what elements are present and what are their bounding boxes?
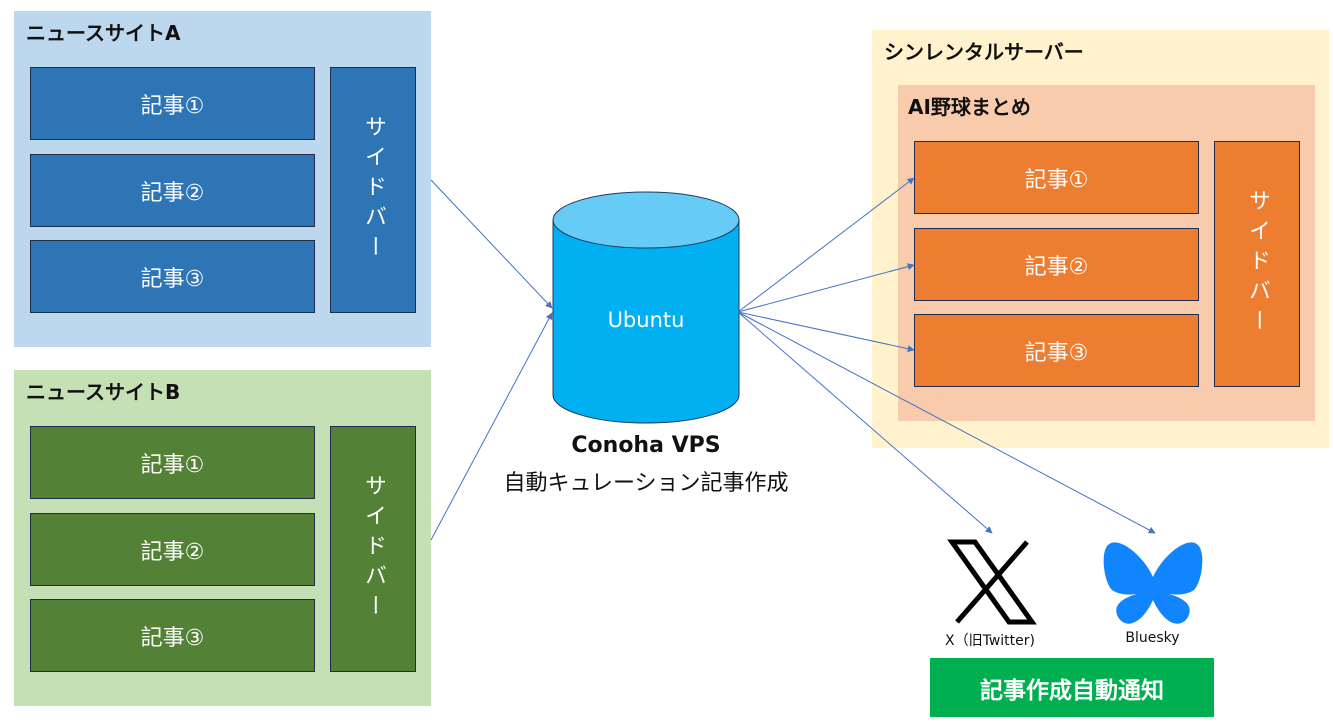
notification-banner: 記事作成自動通知	[930, 658, 1214, 717]
ai-baseball-article-2: 記事②	[914, 228, 1199, 301]
server-description: 自動キュレーション記事作成	[503, 471, 789, 496]
ai-baseball-article-3: 記事③	[914, 314, 1199, 387]
news-site-b-sidebar: サイドバー	[330, 426, 416, 672]
arrow-site-a-to-server	[430, 179, 553, 309]
x-label: X（旧Twitter)	[945, 633, 1035, 649]
news-site-b-panel: ニュースサイトB 記事① 記事② 記事③ サイドバー	[14, 370, 431, 706]
news-site-a-article-3: 記事③	[30, 240, 315, 313]
notification-banner-label: 記事作成自動通知	[980, 677, 1164, 704]
ai-baseball-article-1: 記事①	[914, 141, 1199, 214]
news-site-a-sidebar: サイドバー	[330, 67, 416, 313]
ai-baseball-site-panel: AI野球まとめ 記事① 記事② 記事③ サイドバー	[898, 85, 1315, 421]
server-os-label: Ubuntu	[607, 308, 685, 332]
server-name: Conoha VPS	[571, 433, 721, 458]
ai-baseball-sidebar: サイドバー	[1214, 141, 1300, 387]
news-site-b-title: ニュースサイトB	[26, 380, 181, 404]
bluesky-label: Bluesky	[1125, 630, 1180, 646]
news-site-b-article-1: 記事①	[30, 426, 315, 499]
news-site-a-article-2: 記事②	[30, 154, 315, 227]
x-logo-icon	[947, 539, 1037, 625]
cylinder-top	[552, 191, 740, 249]
arrow-site-b-to-server	[430, 312, 553, 541]
news-site-a-article-1: 記事①	[30, 67, 315, 140]
rental-server-title: シンレンタルサーバー	[884, 40, 1084, 64]
news-site-a-panel: ニュースサイトA 記事① 記事② 記事③ サイドバー	[14, 11, 431, 347]
ai-baseball-site-title: AI野球まとめ	[908, 95, 1031, 119]
bluesky-butterfly-icon	[1103, 542, 1203, 624]
news-site-a-title: ニュースサイトA	[26, 21, 181, 45]
news-site-b-article-3: 記事③	[30, 599, 315, 672]
news-site-b-article-2: 記事②	[30, 513, 315, 586]
rental-server-panel: シンレンタルサーバー AI野球まとめ 記事① 記事② 記事③ サイドバー	[872, 30, 1329, 448]
